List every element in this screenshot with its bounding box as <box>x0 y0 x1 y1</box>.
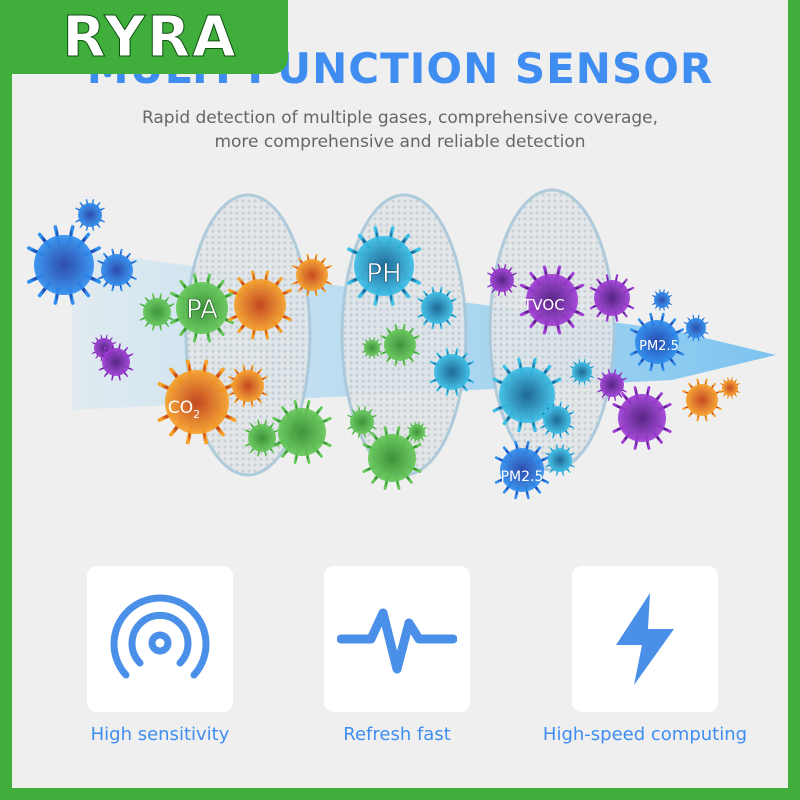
virus-particle <box>95 248 139 292</box>
virus-particle <box>488 357 566 433</box>
label-pm25-bottom: PM2.5 <box>501 469 544 485</box>
sensor-diagram: PA PH TVOC PM2.5 PM2.5 CO2 <box>23 188 776 500</box>
virus-particle <box>492 440 552 500</box>
virus-particle <box>166 273 238 343</box>
virus-particle <box>595 369 629 401</box>
virus-particle <box>485 264 519 296</box>
virus-particle <box>73 199 107 231</box>
signal-icon <box>110 594 210 679</box>
virus-particle <box>269 400 335 464</box>
virus-particle <box>343 226 425 306</box>
feature-card-computing <box>572 566 718 712</box>
content-area: RYRA MULTI FUNCTION SENSOR Rapid detecti… <box>12 0 788 788</box>
pulse-icon <box>337 608 457 674</box>
virus-particle <box>718 377 742 399</box>
virus-particle <box>609 386 675 450</box>
virus-particle <box>226 364 270 408</box>
virus-particle <box>587 274 637 322</box>
lightning-icon <box>616 593 674 685</box>
subtitle-line-1: Rapid detection of multiple gases, compr… <box>141 108 659 128</box>
virus-particle <box>568 358 596 386</box>
virus-particle <box>415 286 459 330</box>
virus-particle <box>627 312 687 372</box>
virus-particle <box>290 253 334 297</box>
virus-particle <box>516 265 588 335</box>
virus-particle <box>242 419 282 457</box>
virus-particle <box>96 343 136 381</box>
virus-particle <box>406 421 428 443</box>
virus-particle <box>224 270 296 340</box>
label-co2-main: CO <box>168 398 193 418</box>
virus-particle <box>361 337 383 359</box>
label-ph: PH <box>366 259 401 289</box>
feature-card-refresh <box>324 566 470 712</box>
feature-label-computing: High-speed computing <box>542 724 748 745</box>
label-pa: PA <box>186 295 218 325</box>
logo-text: RYRA <box>62 4 238 70</box>
virus-particles <box>23 199 742 500</box>
virus-particle <box>543 444 577 476</box>
label-co2: CO2 <box>168 398 200 421</box>
virus-particle <box>537 401 577 439</box>
label-tvoc: TVOC <box>522 296 564 314</box>
page-subtitle: Rapid detection of multiple gases, compr… <box>102 106 698 154</box>
virus-particle <box>345 406 379 438</box>
virus-particle <box>680 378 724 422</box>
virus-particle <box>427 348 477 396</box>
virus-particle <box>137 293 177 331</box>
label-pm25-right: PM2.5 <box>639 339 679 354</box>
virus-particle <box>23 225 105 305</box>
virus-particle <box>650 289 674 311</box>
virus-particle <box>359 426 425 490</box>
subtitle-line-2: more comprehensive and reliable detectio… <box>214 132 586 152</box>
feature-label-refresh: Refresh fast <box>343 724 451 745</box>
label-co2-sub: 2 <box>193 408 200 421</box>
feature-label-sensitivity: High sensitivity <box>90 724 230 745</box>
brand-logo: RYRA <box>12 0 288 74</box>
feature-card-sensitivity <box>87 566 233 712</box>
virus-particle <box>378 323 422 367</box>
virus-particle <box>682 314 710 342</box>
